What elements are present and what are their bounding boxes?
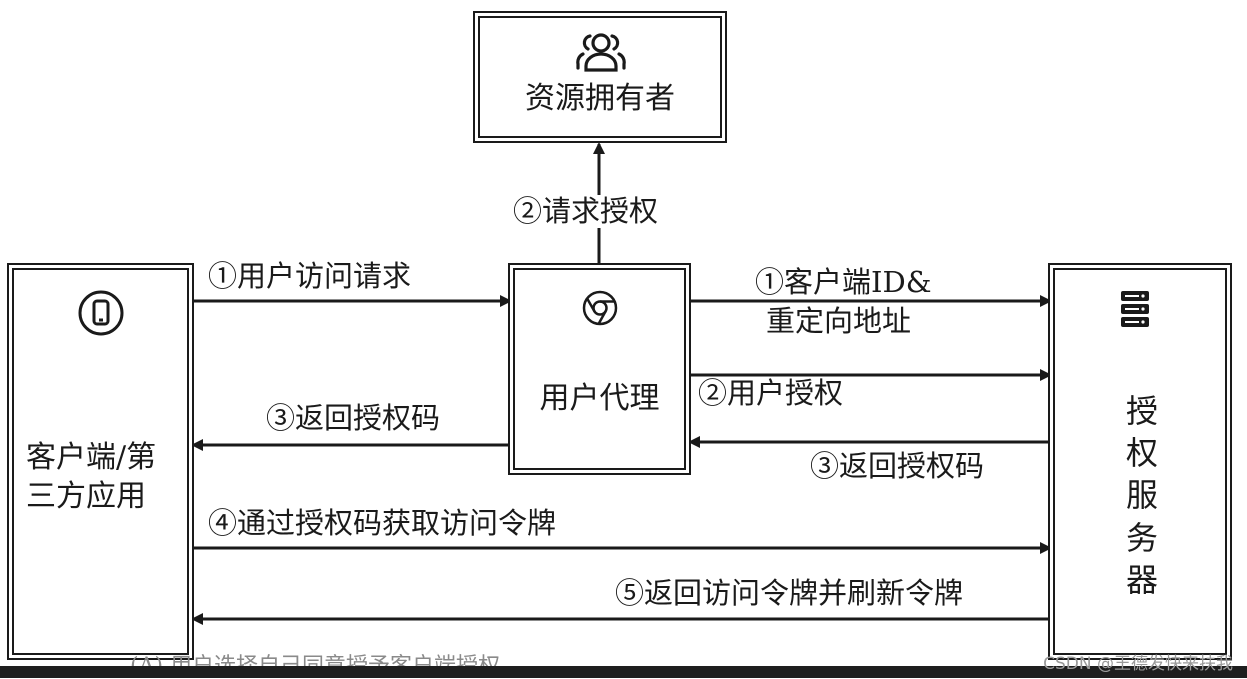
auth-server-label: 授权服务器 xyxy=(1125,392,1158,599)
auth-server-node: 授权服务器 xyxy=(1053,268,1227,655)
bottom-bar xyxy=(0,666,1247,678)
client-node: 客户端/第三方应用 xyxy=(12,268,189,655)
label-return-code-to-agent: ③返回授权码 xyxy=(810,449,985,484)
label-client-id-line2: 重定向地址 xyxy=(766,304,912,339)
browser-icon xyxy=(580,288,620,332)
label-user-authorize: ②用户授权 xyxy=(698,376,844,411)
resource-owner-node: 资源拥有者 xyxy=(478,16,722,138)
server-icon xyxy=(1119,289,1151,333)
user-agent-label: 用户代理 xyxy=(539,381,660,416)
label-client-id-line1: ①客户端ID& xyxy=(755,265,932,300)
label-user-access-request: ①用户访问请求 xyxy=(208,259,412,294)
user-agent-node: 用户代理 xyxy=(513,268,686,470)
people-icon xyxy=(576,30,626,78)
label-request-auth: ②请求授权 xyxy=(513,194,659,229)
label-return-code-to-client: ③返回授权码 xyxy=(266,401,441,436)
label-return-token: ⑤返回访问令牌并刷新令牌 xyxy=(615,576,964,611)
client-label: 客户端/第三方应用 xyxy=(26,440,157,514)
watermark: CSDN @王德发快来扶我 xyxy=(1043,654,1233,674)
phone-icon xyxy=(77,289,125,341)
label-get-token: ④通过授权码获取访问令牌 xyxy=(208,506,557,541)
resource-owner-label: 资源拥有者 xyxy=(525,81,675,116)
